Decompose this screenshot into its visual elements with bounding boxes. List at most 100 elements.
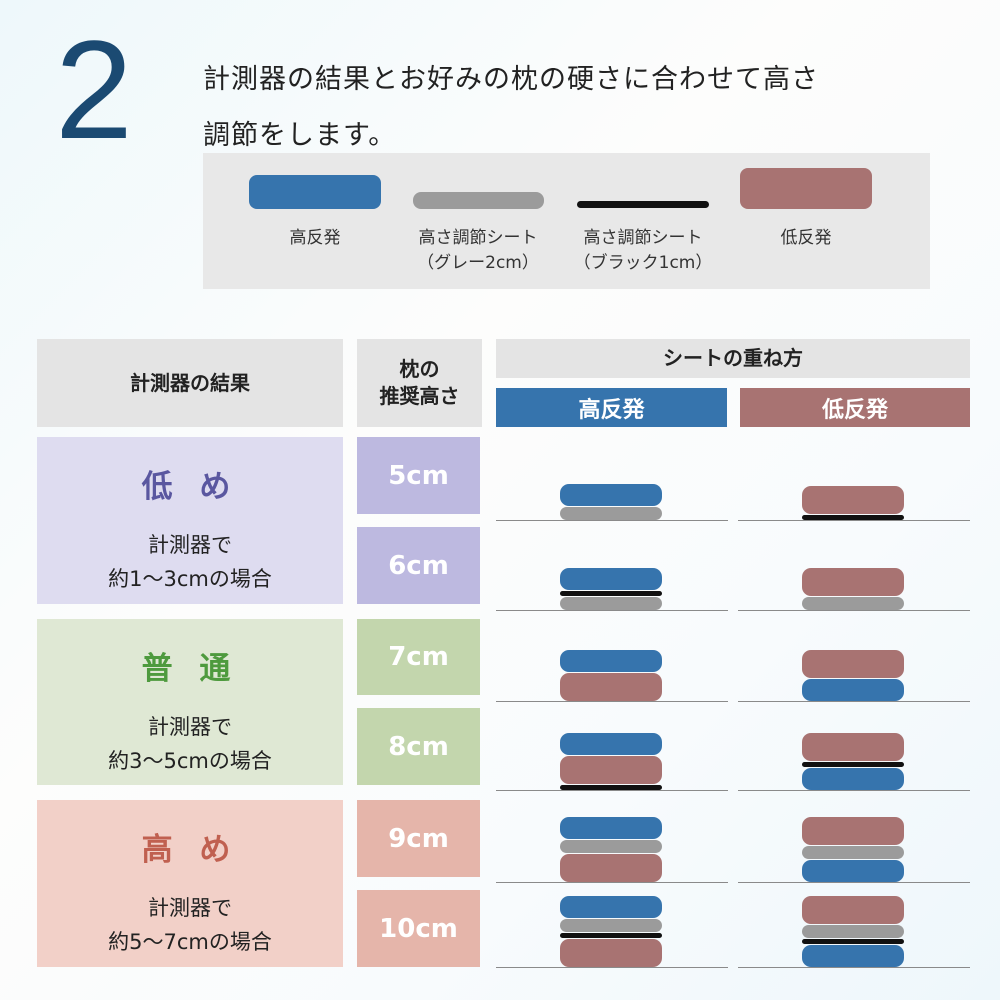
blue-layer xyxy=(802,945,904,967)
intro-text: 計測器の結果とお好みの枕の硬さに合わせて高さ 調節をします。 xyxy=(203,52,923,164)
pink-layer xyxy=(802,733,904,761)
gray-layer xyxy=(560,919,662,932)
pink-layer xyxy=(560,939,662,967)
blue-layer xyxy=(560,817,662,839)
group-title: 高 め xyxy=(141,832,239,868)
gray-layer xyxy=(802,597,904,610)
blue-layer xyxy=(560,896,662,918)
legend-swatch-high-rebound xyxy=(249,175,381,209)
black-layer xyxy=(560,933,662,938)
recommended-height-cell: 8cm xyxy=(357,708,480,785)
gray-layer xyxy=(560,597,662,610)
group-desc-2: 約5〜7cmの場合 xyxy=(108,930,272,954)
high-stack-diagram xyxy=(560,0,662,1000)
recommended-height-cell: 10cm xyxy=(357,890,480,967)
legend-swatch-gray-sheet xyxy=(413,192,544,209)
group-desc-2: 約3〜5cmの場合 xyxy=(108,749,272,773)
tab-low-rebound: 低反発 xyxy=(740,388,970,427)
low-stack-diagram xyxy=(802,0,904,1000)
step-number: 2 xyxy=(55,11,133,168)
group-desc-1: 計測器で xyxy=(147,896,232,920)
header-stack: シートの重ね方 xyxy=(496,339,970,378)
legend-item: 高さ調節シート （グレー2cm） xyxy=(398,226,558,276)
pink-layer xyxy=(802,486,904,514)
recommended-height-cell: 6cm xyxy=(357,527,480,604)
header-height-line1: 枕の xyxy=(399,357,440,381)
legend-label: 高反発 xyxy=(289,228,341,248)
blue-layer xyxy=(560,733,662,755)
low-stack-diagram xyxy=(802,0,904,1000)
gray-layer xyxy=(802,846,904,859)
group-desc-2: 約1〜3cmの場合 xyxy=(108,567,272,591)
group-desc: 計測器で約3〜5cmの場合 xyxy=(108,710,272,778)
blue-layer xyxy=(560,568,662,590)
legend-item: 低反発 xyxy=(726,226,886,251)
blue-layer xyxy=(560,650,662,672)
recommended-height-cell: 5cm xyxy=(357,437,480,514)
baseline xyxy=(496,790,728,791)
baseline xyxy=(738,882,970,883)
recommended-height-cell: 9cm xyxy=(357,800,480,877)
legend-swatch-low-rebound xyxy=(740,168,872,209)
baseline xyxy=(738,790,970,791)
group-title: 低 め xyxy=(141,469,239,505)
low-stack-diagram xyxy=(802,0,904,1000)
black-layer xyxy=(802,515,904,520)
group-high: 高 め 計測器で約5〜7cmの場合 xyxy=(37,800,343,967)
black-layer xyxy=(802,762,904,767)
group-desc: 計測器で約5〜7cmの場合 xyxy=(108,891,272,959)
header-result: 計測器の結果 xyxy=(37,339,343,427)
baseline xyxy=(738,701,970,702)
pink-layer xyxy=(802,650,904,678)
baseline xyxy=(496,520,728,521)
black-layer xyxy=(802,939,904,944)
pink-layer xyxy=(560,854,662,882)
header-height-line2: 推奨高さ xyxy=(379,384,460,408)
legend-sub: （ブラック1cm） xyxy=(573,253,713,273)
high-stack-diagram xyxy=(560,0,662,1000)
black-layer xyxy=(560,591,662,596)
recommended-height-cell: 7cm xyxy=(357,619,480,695)
legend-label: 高さ調節シート xyxy=(418,228,538,248)
intro-line-1: 計測器の結果とお好みの枕の硬さに合わせて高さ xyxy=(203,64,819,95)
group-title: 普 通 xyxy=(141,651,239,687)
pink-layer xyxy=(802,817,904,845)
legend-item: 高さ調節シート （ブラック1cm） xyxy=(563,226,723,276)
baseline xyxy=(496,967,728,968)
baseline xyxy=(496,701,728,702)
blue-layer xyxy=(802,768,904,790)
baseline xyxy=(496,882,728,883)
group-low: 低 め 計測器で約1〜3cmの場合 xyxy=(37,437,343,604)
legend: 高反発 高さ調節シート （グレー2cm） 高さ調節シート （ブラック1cm） 低反発 xyxy=(203,153,930,289)
low-stack-diagram xyxy=(802,0,904,1000)
baseline xyxy=(738,520,970,521)
baseline xyxy=(738,610,970,611)
legend-label: 高さ調節シート xyxy=(583,228,703,248)
blue-layer xyxy=(802,860,904,882)
blue-layer xyxy=(802,679,904,701)
header-height: 枕の 推奨高さ xyxy=(357,339,482,427)
baseline xyxy=(738,967,970,968)
legend-sub: （グレー2cm） xyxy=(417,253,539,273)
group-desc: 計測器で約1〜3cmの場合 xyxy=(108,528,272,596)
pink-layer xyxy=(802,896,904,924)
gray-layer xyxy=(560,840,662,853)
legend-swatch-black-sheet xyxy=(577,201,709,208)
pink-layer xyxy=(560,756,662,784)
pink-layer xyxy=(802,568,904,596)
legend-item: 高反発 xyxy=(235,226,395,251)
intro-line-2: 調節をします。 xyxy=(203,120,397,151)
gray-layer xyxy=(802,925,904,938)
legend-label: 低反発 xyxy=(780,228,832,248)
pink-layer xyxy=(560,673,662,701)
group-desc-1: 計測器で xyxy=(147,533,232,557)
high-stack-diagram xyxy=(560,0,662,1000)
black-layer xyxy=(560,785,662,790)
high-stack-diagram xyxy=(560,0,662,1000)
group-normal: 普 通 計測器で約3〜5cmの場合 xyxy=(37,619,343,785)
low-stack-diagram xyxy=(802,0,904,1000)
gray-layer xyxy=(560,507,662,520)
high-stack-diagram xyxy=(560,0,662,1000)
baseline xyxy=(496,610,728,611)
high-stack-diagram xyxy=(560,0,662,1000)
